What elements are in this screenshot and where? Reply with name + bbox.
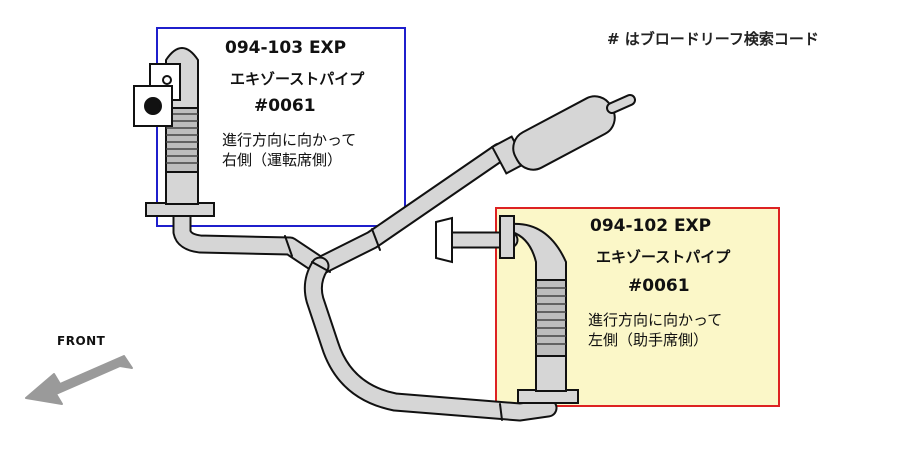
search-code-right: #0061 [254,96,316,116]
part-number-left: 094-102 EXP [590,216,712,236]
position-note-right-line2: 右側（運転席側） [222,151,343,169]
position-note-right-line1: 進行方向に向かって [222,131,357,149]
part-number-right: 094-103 EXP [225,38,347,58]
muffler [490,94,636,175]
position-note-left-line1: 進行方向に向かって [588,311,723,329]
exhaust-pipe-run [172,142,558,422]
position-note-left-line2: 左側（助手席側） [588,331,709,349]
right-front-pipe [133,47,215,217]
search-code-left: #0061 [628,276,690,296]
part-name-left: エキゾーストパイプ [596,248,731,266]
front-label: FRONT [57,334,106,348]
left-front-pipe [435,215,579,404]
part-name-right: エキゾーストパイプ [230,70,365,88]
front-arrow-icon [25,355,133,405]
search-code-legend: # はブロードリーフ検索コード [607,30,819,48]
